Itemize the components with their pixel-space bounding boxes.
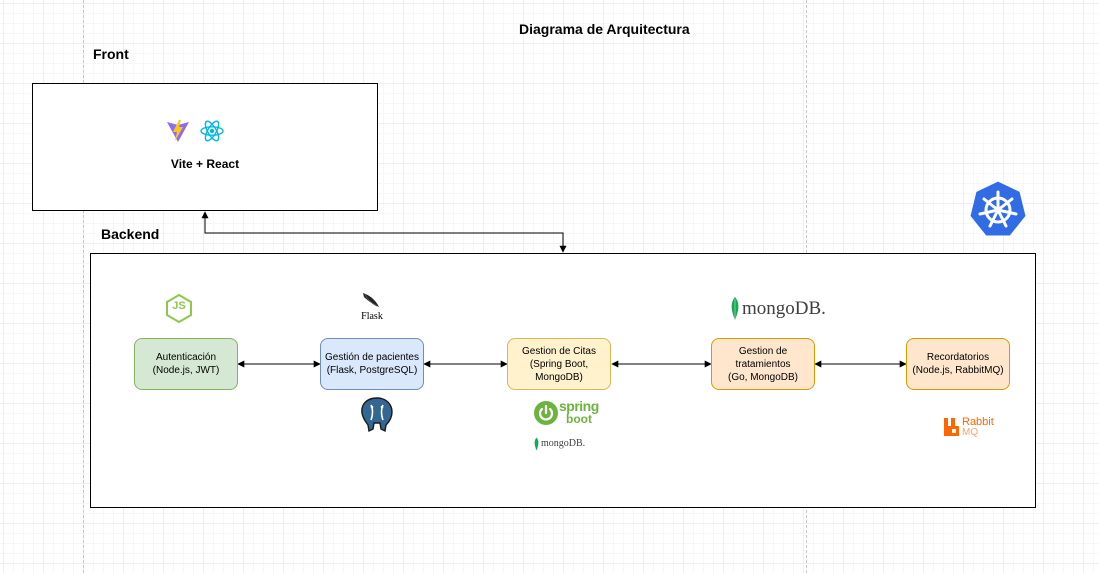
flask-horn-icon: [363, 293, 379, 307]
front-label: Front: [93, 46, 129, 62]
spring-boot-logo: spring boot: [532, 398, 602, 428]
spring-power-icon: [534, 401, 558, 425]
appointments-service-box[interactable]: Gestion de Citas (Spring Boot, MongoDB): [507, 338, 611, 390]
page-guide-line: [83, 0, 84, 573]
nodejs-logo-text: JS: [172, 300, 186, 312]
patients-service-label: Gestión de pacientes (Flask, PostgreSQL): [325, 352, 419, 376]
treatments-service-box[interactable]: Gestion de tratamientos (Go, MongoDB): [711, 338, 815, 390]
treatments-service-label: Gestion de tratamientos (Go, MongoDB): [727, 345, 799, 383]
postgresql-icon: [361, 397, 393, 433]
spring-boot-logo-text: boot: [566, 412, 592, 426]
nodejs-hexagon-icon: [166, 293, 192, 324]
vite-icon: [167, 120, 189, 142]
rabbitmq-logo-top-text: Rabbit: [962, 416, 994, 428]
auth-service-box[interactable]: Autenticación (Node.js, JWT): [134, 338, 238, 390]
rabbitmq-logo-bottom-text: MQ: [962, 427, 979, 438]
reminders-service-label: Recordatorios (Node.js, RabbitMQ): [912, 352, 1004, 376]
appointments-service-label: Gestion de Citas (Spring Boot, MongoDB): [522, 345, 596, 383]
rabbitmq-logo: Rabbit MQ: [943, 415, 999, 439]
flask-logo-text: Flask: [361, 311, 383, 322]
reminders-service-box[interactable]: Recordatorios (Node.js, RabbitMQ): [906, 338, 1010, 390]
backend-label: Backend: [101, 226, 160, 242]
patients-service-box[interactable]: Gestión de pacientes (Flask, PostgreSQL): [320, 338, 424, 390]
rabbitmq-icon: [944, 418, 959, 436]
mongodb-logo-large-text: mongoDB.: [742, 298, 826, 319]
diagram-title: Diagrama de Arquitectura: [519, 21, 690, 37]
front-frame[interactable]: Vite + React: [32, 83, 378, 211]
mongodb-logo-small: mongoDB.: [533, 436, 597, 452]
kubernetes-icon: [969, 180, 1027, 237]
flask-logo: Flask: [355, 291, 389, 325]
nodejs-logo: JS: [164, 293, 194, 324]
mongodb-logo-small-text: mongoDB.: [541, 438, 586, 449]
spring-logo-text: spring: [559, 398, 599, 414]
front-app-label: Vite + React: [170, 157, 240, 171]
mongodb-leaf-icon: [731, 297, 739, 320]
mongodb-leaf-small-icon: [534, 437, 539, 451]
mongodb-logo-large: mongoDB.: [729, 295, 833, 323]
front-backend-connector: [201, 211, 567, 253]
auth-service-label: Autenticación (Node.js, JWT): [152, 352, 220, 376]
react-icon: [200, 120, 224, 142]
